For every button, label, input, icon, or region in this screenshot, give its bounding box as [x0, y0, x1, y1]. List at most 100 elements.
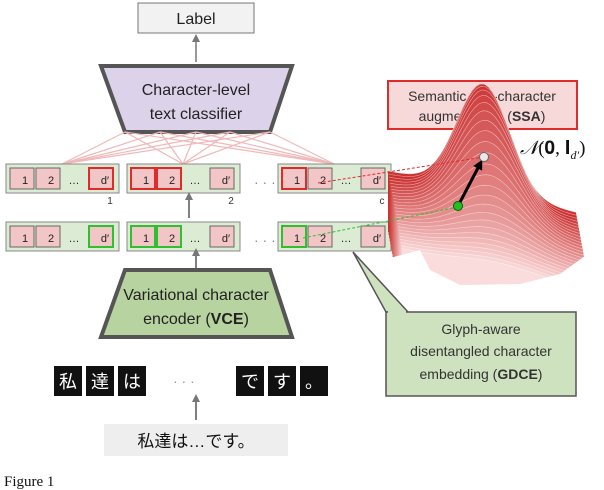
vector-cell — [9, 225, 35, 248]
classifier-line2: text classifier — [150, 106, 243, 123]
label-node: Label — [137, 2, 255, 34]
gaussian-ridge-outline — [398, 226, 587, 269]
connection-line — [61, 131, 197, 165]
vector-cell-label: d′ — [373, 175, 381, 187]
embedding-point — [453, 201, 463, 211]
connection-line — [61, 131, 161, 165]
gdce-line3: embedding (GDCE) — [420, 366, 543, 382]
connection-line — [269, 131, 335, 165]
gaussian-ridge-outline — [389, 89, 578, 222]
vector-cell — [88, 225, 114, 248]
vector-cell — [281, 167, 307, 190]
gaussian-ridge-outline — [388, 83, 577, 216]
vector-cell — [130, 225, 156, 248]
vector-cell — [209, 167, 235, 190]
gdce-line2: disentangled character — [410, 343, 552, 359]
vce-line1: Variational character — [123, 287, 269, 304]
vector-cell — [360, 225, 386, 248]
vector-cell — [209, 225, 235, 248]
vector-cell — [156, 167, 182, 190]
vector-cell-label: 1 — [294, 175, 300, 187]
vector-ellipsis: … — [190, 233, 201, 245]
vector-cell-label: d′ — [373, 233, 381, 245]
gaussian-ridge-outline — [398, 229, 587, 272]
vector-cell — [88, 167, 114, 190]
gdce-node: Glyph-aware disentangled character embed… — [352, 251, 577, 397]
vector-cell-label: d′ — [101, 175, 109, 187]
character-glyph-box — [300, 366, 328, 396]
gaussian-ridge-outline — [396, 212, 586, 262]
gaussian-ridge-outline — [396, 203, 585, 259]
classifier-node: Character-level text classifier — [98, 64, 295, 134]
vector-cell — [35, 225, 61, 248]
gaussian-ridge-outline — [394, 174, 583, 250]
vector-cell-label: 2 — [320, 233, 326, 245]
vector-cell-label: 2 — [48, 175, 54, 187]
connection-line — [182, 131, 231, 165]
vector-cell-label: d′ — [101, 233, 109, 245]
connection-line — [159, 131, 335, 165]
gaussian-ridge-outline — [392, 141, 582, 240]
vector-cell — [281, 225, 307, 248]
vector-cell-label: 1 — [143, 233, 149, 245]
character-glyph-box — [236, 366, 264, 396]
vector: 1 2 d′ … — [126, 221, 241, 252]
gdce-dashed-link — [302, 206, 459, 239]
vector-cell — [130, 167, 156, 190]
connection-line — [159, 131, 184, 165]
connection-line — [182, 131, 271, 165]
character-glyph: 達 — [91, 372, 109, 392]
gaussian-ridge-outline — [399, 232, 588, 275]
gaussian-ridge-outline — [394, 163, 583, 247]
vector-cell-label: 1 — [143, 175, 149, 187]
gaussian-ridge-outline — [391, 119, 580, 234]
vector-cell — [307, 167, 333, 190]
connection-line — [61, 131, 126, 165]
connection-line — [61, 131, 271, 165]
vector-index: c — [380, 196, 385, 207]
sampled-point — [479, 152, 489, 162]
vce-node: Variational character encoder (VCE) — [98, 268, 295, 339]
classifier-line1: Character-level — [142, 82, 250, 99]
vector-ellipsis: … — [69, 175, 80, 187]
gaussian-ridge-outline — [397, 219, 586, 265]
gaussian-ridge-outline — [391, 110, 580, 231]
character-glyph: す — [273, 372, 291, 392]
character-glyph-box — [86, 366, 114, 396]
character-glyph: で — [241, 372, 259, 392]
gaussian-distribution-plot — [387, 83, 604, 490]
vector-cell — [156, 225, 182, 248]
vector-ellipsis: … — [190, 175, 201, 187]
connection-line — [61, 131, 231, 165]
label-text: Label — [176, 11, 215, 28]
connection-line — [182, 131, 197, 165]
sampling-arrow — [456, 159, 483, 207]
vector-ellipsis: … — [341, 233, 352, 245]
character-glyph-box — [268, 366, 296, 396]
gaussian-ridge-outline — [387, 83, 577, 213]
connection-line — [124, 131, 184, 165]
ssa-dashed-link — [317, 156, 485, 184]
gaussian-ridge-outline — [392, 130, 581, 237]
vector-cell-label: d′ — [222, 233, 230, 245]
gdce-line1: Glyph-aware — [441, 321, 521, 337]
character-glyph: は — [123, 372, 141, 392]
vector-cell-label: 2 — [169, 233, 175, 245]
gaussian-ridge-outline — [399, 235, 588, 278]
input-text: 私達は…です。 — [137, 432, 254, 451]
vector-row-dots: · · · — [254, 232, 276, 248]
vector-cell-label: 2 — [48, 233, 54, 245]
connection-line — [195, 131, 335, 165]
vector-cell-label: 2 — [320, 175, 326, 187]
vector-ellipsis: … — [69, 233, 80, 245]
classifier-connections — [61, 131, 335, 165]
normal-distribution-label: 𝒩(𝟎, 𝐈d′) — [520, 138, 585, 162]
vector-cell — [9, 167, 35, 190]
gaussian-ridge-outline — [393, 152, 582, 243]
